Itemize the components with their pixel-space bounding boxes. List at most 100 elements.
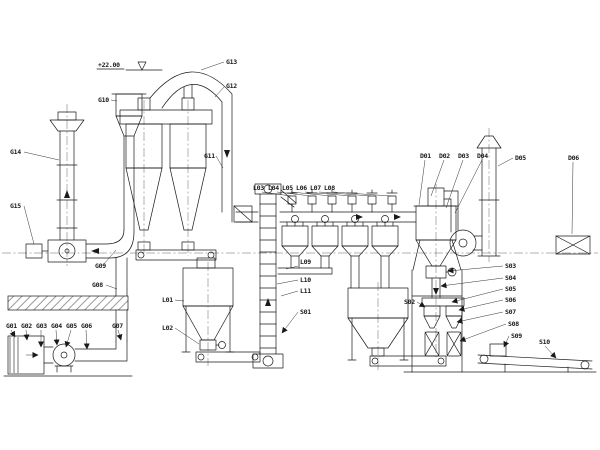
equipment-label-G07: G07	[112, 322, 123, 330]
equipment-label-L05: L05	[282, 184, 293, 192]
leader-S04	[440, 277, 504, 289]
leader-S09	[503, 335, 510, 348]
equipment-label-G05: G05	[66, 322, 77, 330]
equipment-label-L06: L06	[296, 184, 307, 192]
equipment-label-L11: L11	[300, 287, 311, 295]
leader-D02	[430, 159, 445, 197]
equipment-label-D04: D04	[477, 152, 488, 160]
packing-bags	[424, 331, 462, 357]
leader-L07	[318, 191, 372, 197]
equipment-label-S05: S05	[505, 285, 516, 293]
packing-hoppers	[421, 297, 465, 329]
product-hopper-l01	[181, 267, 235, 353]
leader-L01	[174, 299, 185, 302]
equipment-label-S04: S04	[505, 274, 516, 282]
leader-G06	[83, 329, 90, 350]
leader-S10	[544, 345, 557, 359]
equipment-label-L08: L08	[324, 184, 335, 192]
equipment-label-G03: G03	[36, 322, 47, 330]
equipment-label-S02: S02	[404, 298, 415, 306]
equipment-label-S09: S09	[511, 332, 522, 340]
exhaust-stack-left	[49, 111, 85, 241]
packing-frame	[411, 269, 463, 373]
exhaust-stack-right	[476, 135, 502, 257]
leader-S03	[447, 265, 504, 274]
leader-L09	[285, 265, 299, 270]
equipment-label-G08: G08	[92, 281, 103, 289]
equipment-label-D05: D05	[515, 154, 526, 162]
equipment-label-G06: G06	[81, 322, 92, 330]
bag-conveyor	[477, 354, 593, 373]
equipment-label-G12: G12	[226, 82, 237, 90]
equipment-label-L02: L02	[162, 324, 173, 332]
equipment-label-S10: S10	[539, 338, 550, 346]
leader-G05	[64, 329, 72, 348]
leader-L10	[276, 279, 299, 285]
main-cyclones	[119, 97, 213, 251]
leader-D03	[445, 159, 464, 209]
equipment-label-S07: S07	[505, 308, 516, 316]
leader-S07	[456, 311, 504, 324]
cyclone-screw	[135, 249, 217, 269]
leader-G14	[23, 151, 60, 161]
dust-cyclone	[412, 187, 462, 299]
leader-G12	[214, 86, 225, 98]
equipment-label-S06: S06	[505, 296, 516, 304]
equipment-label-G09: G09	[95, 262, 106, 270]
equipment-label-G10: G10	[98, 96, 109, 104]
leader-L02	[174, 327, 200, 345]
leader-D06	[571, 161, 574, 235]
feed-box	[7, 335, 45, 375]
leader-G10	[110, 99, 118, 102]
leader-G07	[116, 329, 123, 341]
gas-manifold	[233, 205, 417, 223]
equipment-label-L01: L01	[162, 296, 173, 304]
leader-G01	[9, 329, 16, 338]
equipment-label-S08: S08	[508, 320, 519, 328]
equipment-label-D02: D02	[439, 152, 450, 160]
equipment-label-D03: D03	[458, 152, 469, 160]
leader-G02	[23, 329, 30, 341]
exhaust-fan	[443, 190, 483, 257]
equipment-label-G01: G01	[6, 322, 17, 330]
induced-fan	[25, 239, 87, 263]
discharge-screw	[195, 351, 261, 363]
equipment-label-L03: L03	[253, 184, 264, 192]
leader-S05	[451, 288, 504, 304]
equipment-label-D01: D01	[420, 152, 431, 160]
equipment-label-G14: G14	[10, 148, 21, 156]
leader-L04	[276, 191, 312, 197]
leader-D01	[418, 159, 426, 206]
elevation-marker: +22.00	[96, 61, 163, 71]
leader-G09	[103, 249, 117, 265]
equipment-label-G13: G13	[226, 58, 237, 66]
equipment-label-G02: G02	[21, 322, 32, 330]
cyclone-g10	[111, 93, 147, 137]
overhead-duct	[149, 71, 233, 223]
leader-S01	[281, 311, 299, 334]
equipment-label-L04: L04	[268, 184, 279, 192]
equipment-label-L07: L07	[310, 184, 321, 192]
leader-D04	[454, 159, 483, 214]
equipment-label-S03: S03	[505, 262, 516, 270]
leader-L05	[290, 191, 332, 197]
leader-G15	[23, 205, 35, 245]
equipment-label-G15: G15	[10, 202, 21, 210]
leader-S02	[416, 301, 426, 308]
equipment-label-G11: G11	[204, 152, 215, 160]
elevation-text: +22.00	[98, 61, 120, 69]
equipment-label-G04: G04	[51, 322, 62, 330]
hot-gas-duct	[85, 135, 135, 259]
leader-L11	[280, 290, 299, 297]
control-box-d06	[555, 235, 591, 255]
equipment-label-L10: L10	[300, 276, 311, 284]
equipment-label-S01: S01	[300, 308, 311, 316]
transfer-screw	[369, 355, 447, 367]
drier-units	[277, 215, 399, 289]
equipment-label-L09: L09	[300, 258, 311, 266]
leader-S06	[458, 299, 504, 312]
leader-S08	[459, 323, 507, 342]
